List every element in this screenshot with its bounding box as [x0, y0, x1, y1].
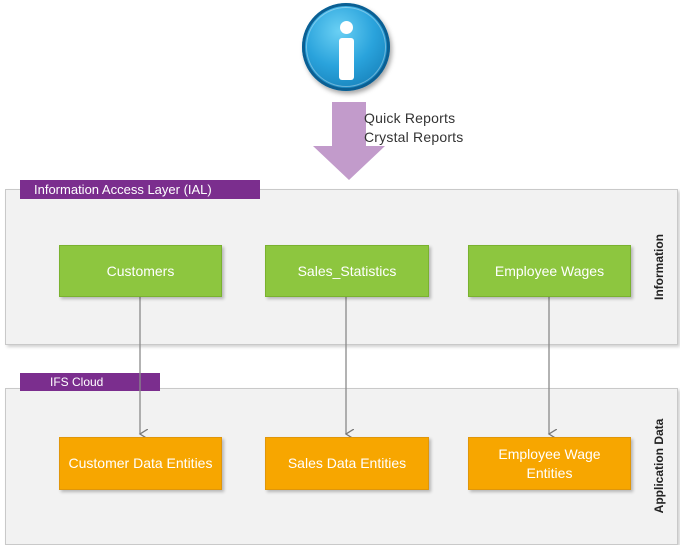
info-person-icon — [302, 3, 390, 91]
data-box-sales-entities: Sales Data Entities — [265, 437, 429, 490]
data-box-employee-wage-entities: Employee Wage Entities — [468, 437, 631, 490]
information-box-customers: Customers — [59, 245, 222, 297]
data-box-customer-entities: Customer Data Entities — [59, 437, 222, 490]
information-box-sales-statistics: Sales_Statistics — [265, 245, 429, 297]
down-arrow-icon — [313, 102, 385, 180]
application-side-label: Application Data — [652, 418, 666, 514]
information-side-label: Information — [652, 234, 666, 300]
report-type-quick: Quick Reports — [364, 110, 456, 126]
information-layer-tag: Information Access Layer (IAL) — [20, 180, 260, 199]
application-layer-tag: IFS Cloud — [20, 373, 160, 391]
information-box-employee-wages: Employee Wages — [468, 245, 631, 297]
report-type-crystal: Crystal Reports — [364, 129, 464, 145]
